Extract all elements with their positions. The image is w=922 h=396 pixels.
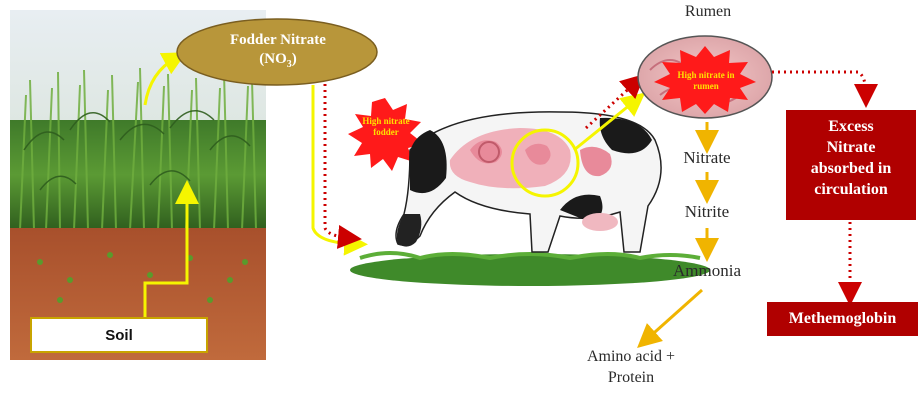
soil-label: Soil bbox=[30, 317, 208, 353]
fodder-nitrate-formula: (NO3) bbox=[259, 50, 297, 74]
amino-acid-protein-label: Amino acid + Protein bbox=[566, 346, 696, 388]
rumen-to-excess-dotted-arrow bbox=[772, 72, 866, 96]
protein-line: Protein bbox=[566, 367, 696, 388]
excess-line-3: absorbed in bbox=[786, 158, 916, 179]
nitrate-label: Nitrate bbox=[660, 148, 754, 168]
amino-acid-line: Amino acid + bbox=[566, 346, 696, 367]
excess-line-1: Excess bbox=[786, 116, 916, 137]
fodder-to-cow-arrow bbox=[313, 85, 356, 244]
fodder-nitrate-title: Fodder Nitrate bbox=[230, 31, 326, 50]
excess-nitrate-box: Excess Nitrate absorbed in circulation bbox=[786, 110, 916, 220]
rumen-label: Rumen bbox=[668, 3, 748, 21]
excess-line-2: Nitrate bbox=[786, 137, 916, 158]
high-nitrate-fodder-text: High nitrate fodder bbox=[362, 116, 410, 138]
excess-line-4: circulation bbox=[786, 179, 916, 200]
ammonia-to-amino-arrow bbox=[646, 290, 702, 340]
ammonia-label: Ammonia bbox=[660, 261, 754, 281]
fodder-to-cow-dotted-arrow bbox=[325, 84, 350, 238]
nitrite-label: Nitrite bbox=[660, 202, 754, 222]
high-nitrate-rumen-text: High nitrate in rumen bbox=[676, 70, 736, 92]
fodder-nitrate-label: Fodder Nitrate (NO3) bbox=[178, 20, 378, 84]
methemoglobin-box: Methemoglobin bbox=[767, 302, 918, 336]
